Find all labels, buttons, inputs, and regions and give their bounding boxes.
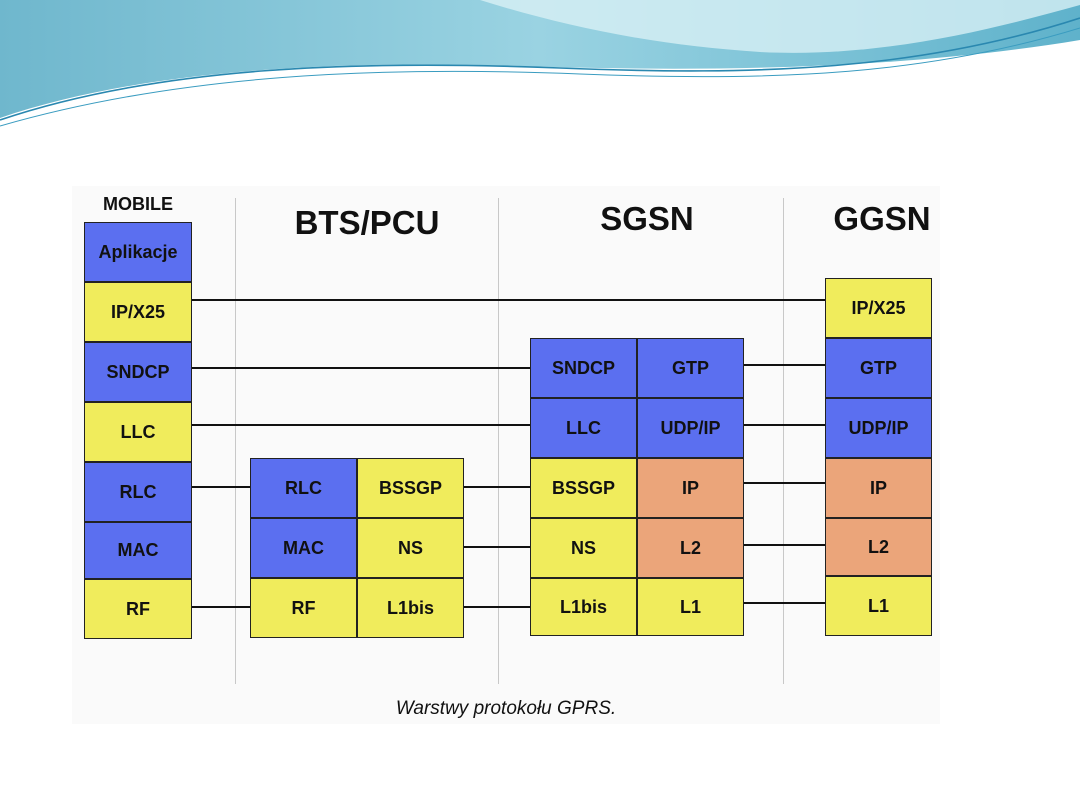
mobile-layer-llc: LLC: [84, 402, 192, 462]
peer-line-l2: [744, 544, 825, 546]
peer-line-udp-ip: [744, 424, 825, 426]
bts-layer-ns: NS: [357, 518, 464, 578]
sgsn-layer-gtp: GTP: [637, 338, 744, 398]
peer-line-ns: [464, 546, 530, 548]
mobile-layer-mac: MAC: [84, 522, 192, 579]
sgsn-layer-llc: LLC: [530, 398, 637, 458]
bts-layer-mac: MAC: [250, 518, 357, 578]
peer-line-l1: [744, 602, 825, 604]
header-mobile: MOBILE: [103, 194, 173, 214]
bts-layer-l1bis: L1bis: [357, 578, 464, 638]
bts-layer-rf: RF: [250, 578, 357, 638]
peer-line-l1bis: [464, 606, 530, 608]
header-wave-decoration: [0, 0, 1080, 127]
separator-line: [498, 198, 499, 684]
mobile-layer-aplikacje: Aplikacje: [84, 222, 192, 282]
ggsn-layer-ip-x25: IP/X25: [825, 278, 932, 338]
header-sgsn: SGSN: [600, 200, 694, 237]
ggsn-layer-udp-ip: UDP/IP: [825, 398, 932, 458]
sgsn-layer-ns: NS: [530, 518, 637, 578]
peer-line-rf: [192, 606, 250, 608]
diagram-caption: Warstwy protokołu GPRS.: [395, 698, 617, 719]
peer-line-gtp: [744, 364, 825, 366]
mobile-layer-sndcp: SNDCP: [84, 342, 192, 402]
bts-layer-rlc: RLC: [250, 458, 357, 518]
sgsn-layer-l1bis: L1bis: [530, 578, 637, 636]
header-ggsn: GGSN: [833, 200, 931, 237]
sgsn-layer-udp-ip: UDP/IP: [637, 398, 744, 458]
sgsn-layer-sndcp: SNDCP: [530, 338, 637, 398]
peer-line-sndcp: [192, 367, 530, 369]
sgsn-layer-l1: L1: [637, 578, 744, 636]
peer-line-rlc: [192, 486, 250, 488]
sgsn-layer-l2: L2: [637, 518, 744, 578]
ggsn-layer-ip: IP: [825, 458, 932, 518]
sgsn-layer-ip: IP: [637, 458, 744, 518]
gprs-protocol-diagram: MOBILE BTS/PCU SGSN GGSN Aplikacje IP/X2…: [72, 186, 940, 724]
peer-line-llc: [192, 424, 530, 426]
peer-line-bssgp: [464, 486, 530, 488]
peer-line-ip: [744, 482, 825, 484]
separator-line: [235, 198, 236, 684]
mobile-layer-rlc: RLC: [84, 462, 192, 522]
bts-layer-bssgp: BSSGP: [357, 458, 464, 518]
mobile-layer-ip-x25: IP/X25: [84, 282, 192, 342]
sgsn-layer-bssgp: BSSGP: [530, 458, 637, 518]
ggsn-layer-gtp: GTP: [825, 338, 932, 398]
peer-line-ip-x25: [192, 299, 825, 301]
header-bts-pcu: BTS/PCU: [294, 204, 440, 241]
ggsn-layer-l1: L1: [825, 576, 932, 636]
separator-line: [783, 198, 784, 684]
ggsn-layer-l2: L2: [825, 518, 932, 576]
mobile-layer-rf: RF: [84, 579, 192, 639]
